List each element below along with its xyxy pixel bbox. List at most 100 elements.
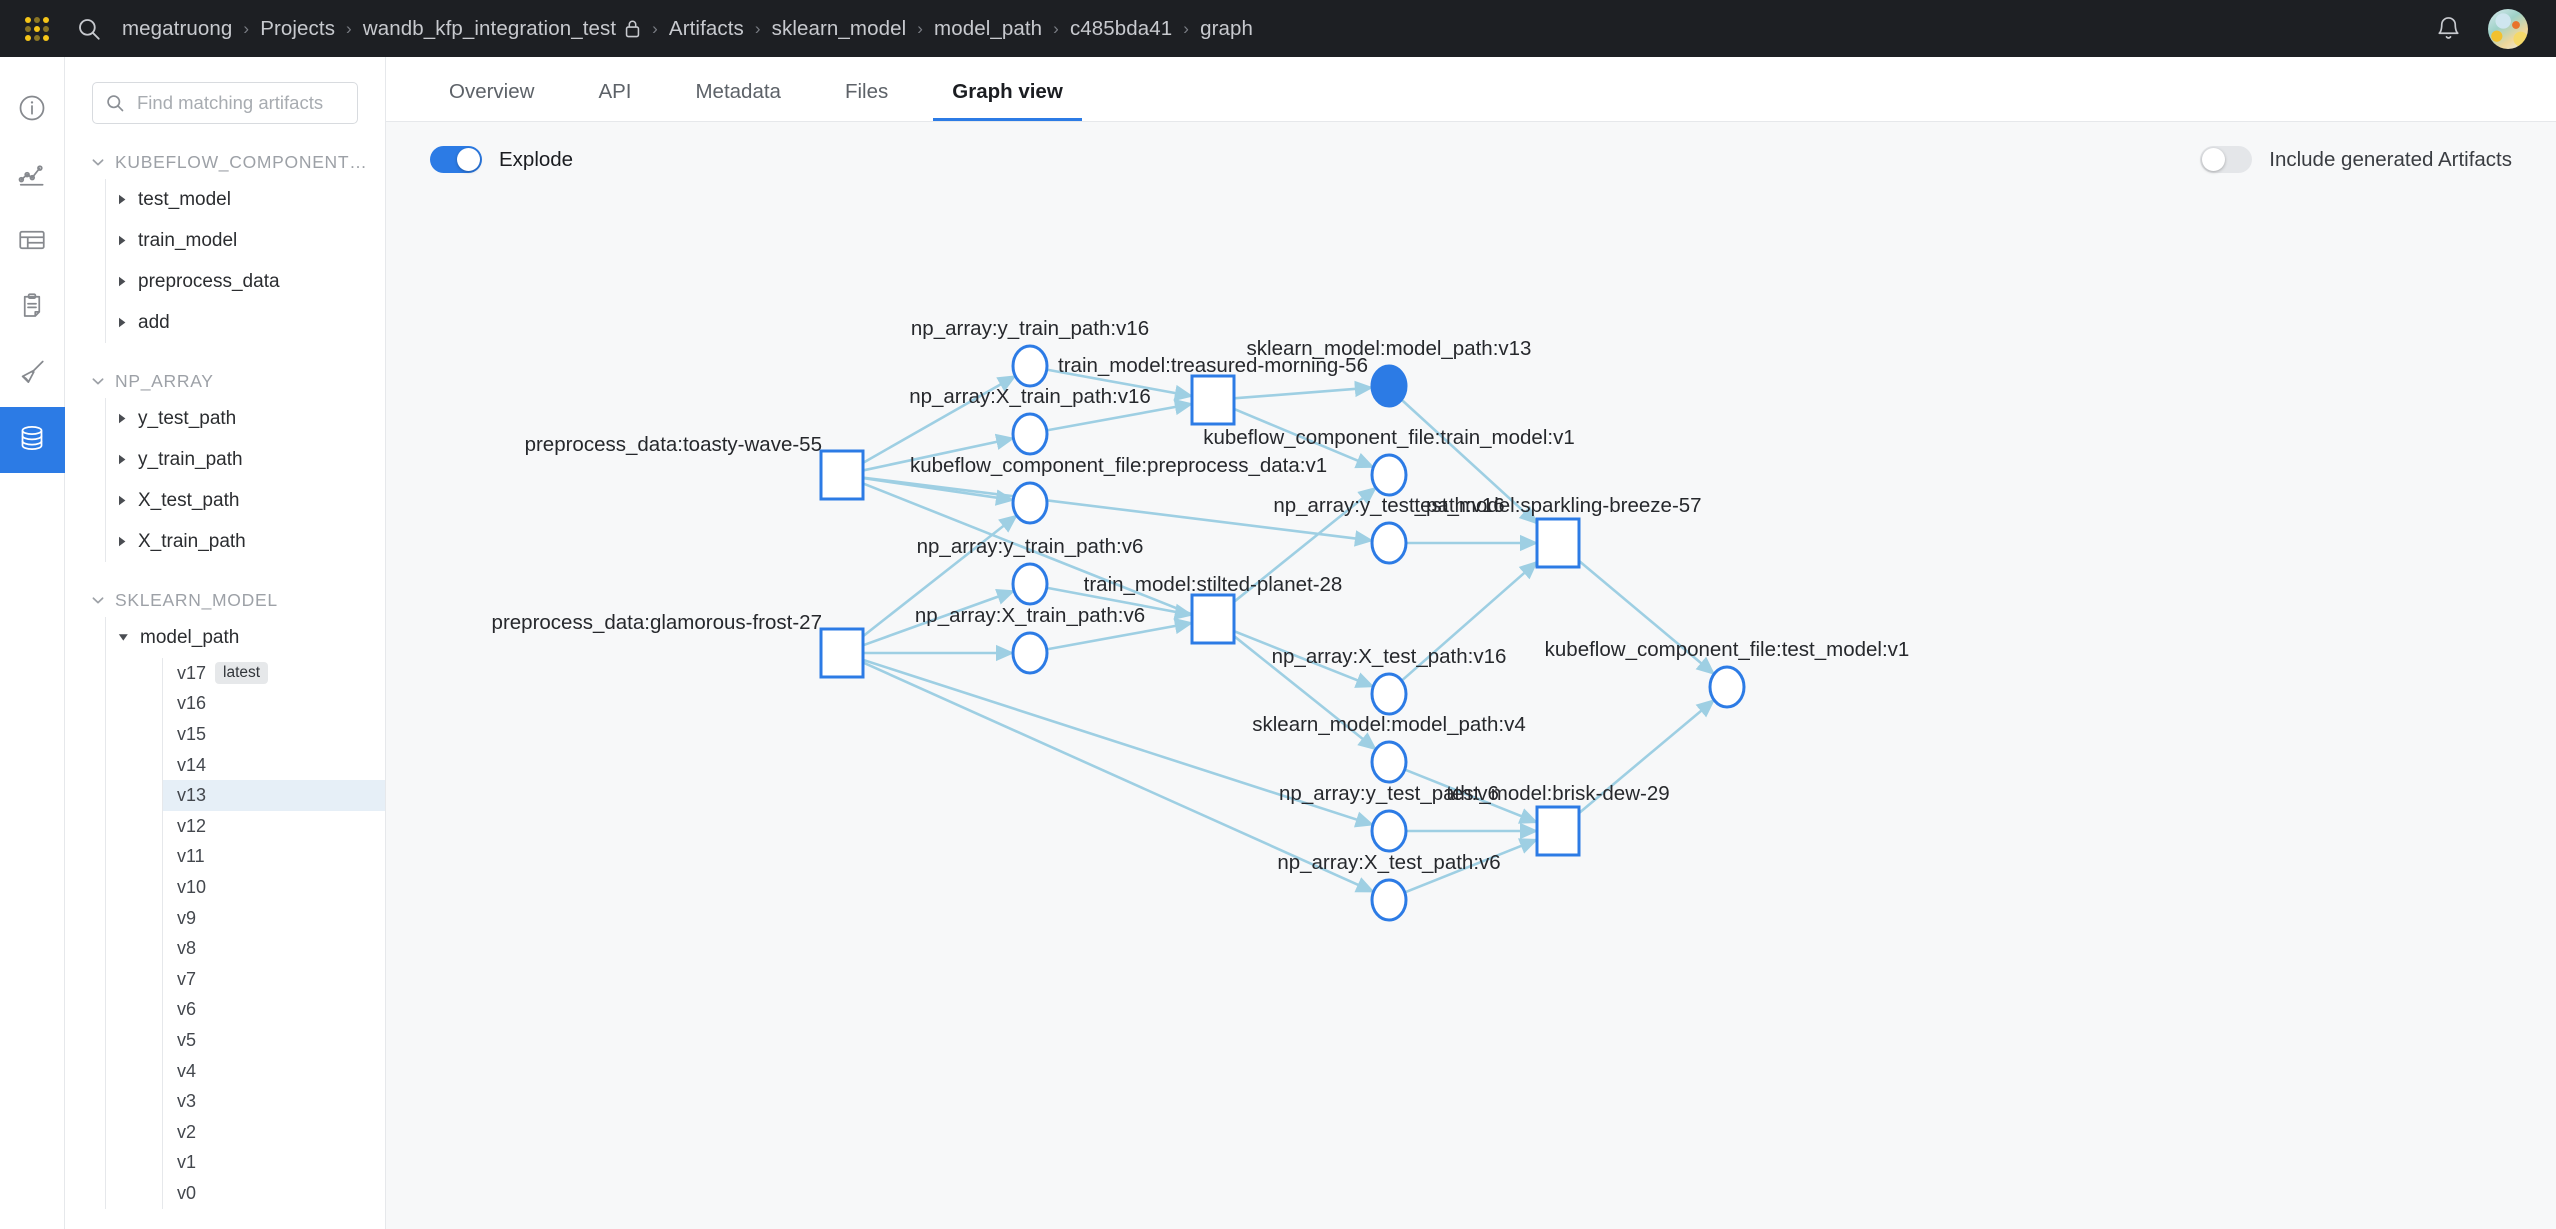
- artifact-version-v6[interactable]: v6: [163, 995, 385, 1026]
- avatar[interactable]: [2488, 8, 2528, 49]
- graph-node-kcfts1[interactable]: kubeflow_component_file:test_model:v1: [1545, 638, 1910, 709]
- run-node-shape[interactable]: [819, 627, 865, 679]
- graph-node-tm28[interactable]: train_model:stilted-planet-28: [1084, 573, 1343, 645]
- artifact-version-v1[interactable]: v1: [163, 1148, 385, 1179]
- artifact-node-shape[interactable]: [1011, 562, 1049, 606]
- artifact-node-shape[interactable]: [1370, 878, 1408, 922]
- include-generated-toggle-switch[interactable]: [2200, 146, 2253, 173]
- caret-down-icon[interactable]: [118, 633, 129, 642]
- artifact-version-v8[interactable]: v8: [163, 933, 385, 964]
- graph-node-sk4[interactable]: sklearn_model:model_path:v4: [1252, 713, 1526, 784]
- caret-right-icon[interactable]: [118, 194, 127, 205]
- breadcrumb-artifact-type[interactable]: sklearn_model: [771, 16, 907, 40]
- artifact-entry-y_train_path[interactable]: y_train_path: [106, 439, 385, 480]
- breadcrumb-projects[interactable]: Projects: [260, 16, 336, 40]
- artifact-version-v7[interactable]: v7: [163, 964, 385, 995]
- graph-node-ts29[interactable]: test_model:brisk-dew-29: [1446, 782, 1670, 857]
- run-node-shape[interactable]: [1190, 374, 1236, 426]
- artifact-node-shape[interactable]: [1370, 740, 1408, 784]
- include-generated-artifacts-toggle[interactable]: Include generated Artifacts: [2200, 146, 2512, 173]
- artifact-version-v16[interactable]: v16: [163, 689, 385, 720]
- artifact-group-header[interactable]: KUBEFLOW_COMPONENT…: [65, 146, 385, 179]
- artifact-node-shape[interactable]: [1708, 665, 1746, 709]
- graph-node-xtr16[interactable]: np_array:X_train_path:v16: [909, 385, 1151, 456]
- artifact-node-shape[interactable]: [1370, 521, 1408, 565]
- breadcrumb-entity[interactable]: megatruong: [122, 16, 233, 40]
- graph-node-xte6[interactable]: np_array:X_test_path:v6: [1277, 851, 1501, 922]
- artifact-node-shape[interactable]: [1011, 481, 1049, 525]
- breadcrumb-artifacts[interactable]: Artifacts: [668, 16, 744, 40]
- artifact-entry-preprocess_data[interactable]: preprocess_data: [106, 261, 385, 302]
- sidebar-item-overview[interactable]: [0, 77, 65, 143]
- graph-node-kcftm1[interactable]: kubeflow_component_file:train_model:v1: [1203, 426, 1575, 497]
- artifact-node-shape[interactable]: [1370, 453, 1408, 497]
- artifact-version-v2[interactable]: v2: [163, 1117, 385, 1148]
- graph-node-xte16[interactable]: np_array:X_test_path:v16: [1272, 645, 1507, 716]
- artifact-entry-X_test_path[interactable]: X_test_path: [106, 480, 385, 521]
- sidebar-item-reports[interactable]: [0, 275, 65, 341]
- caret-right-icon[interactable]: [118, 276, 127, 287]
- artifact-version-v14[interactable]: v14: [163, 750, 385, 781]
- graph-node-xtr6[interactable]: np_array:X_train_path:v6: [915, 604, 1145, 675]
- sidebar-item-table[interactable]: [0, 209, 65, 275]
- artifact-node-shape[interactable]: [1370, 364, 1408, 408]
- breadcrumb-graph[interactable]: graph: [1200, 16, 1253, 40]
- caret-right-icon[interactable]: [118, 413, 127, 424]
- artifact-version-v12[interactable]: v12: [163, 811, 385, 842]
- artifact-group-header[interactable]: NP_ARRAY: [65, 365, 385, 398]
- artifact-entry-y_test_path[interactable]: y_test_path: [106, 398, 385, 439]
- tab-metadata[interactable]: Metadata: [695, 80, 781, 103]
- artifact-version-v3[interactable]: v3: [163, 1086, 385, 1117]
- artifact-version-v10[interactable]: v10: [163, 872, 385, 903]
- graph-node-ts57[interactable]: test_model:sparkling-breeze-57: [1414, 494, 1702, 569]
- caret-right-icon[interactable]: [118, 235, 127, 246]
- caret-right-icon[interactable]: [118, 495, 127, 506]
- graph-node-kcfpp1[interactable]: kubeflow_component_file:preprocess_data:…: [910, 454, 1327, 525]
- notifications-bell-icon[interactable]: [2435, 15, 2462, 42]
- artifact-node-shape[interactable]: [1011, 344, 1049, 388]
- sidebar-item-sweeps[interactable]: [0, 341, 65, 407]
- app-grid-icon[interactable]: [22, 14, 52, 44]
- explode-toggle-switch[interactable]: [430, 146, 482, 173]
- artifact-node-shape[interactable]: [1011, 412, 1049, 456]
- breadcrumb-artifact-name[interactable]: model_path: [934, 16, 1043, 40]
- run-node-shape[interactable]: [1535, 805, 1581, 857]
- artifact-node-shape[interactable]: [1370, 672, 1408, 716]
- caret-right-icon[interactable]: [118, 454, 127, 465]
- artifact-entry-add[interactable]: add: [106, 302, 385, 343]
- tab-files[interactable]: Files: [844, 80, 889, 103]
- search-artifacts-box[interactable]: [92, 82, 358, 124]
- lineage-graph-canvas[interactable]: preprocess_data:toasty-wave-55 np_array:y…: [386, 197, 2556, 1229]
- artifact-version-v5[interactable]: v5: [163, 1025, 385, 1056]
- artifact-entry-train_model[interactable]: train_model: [106, 220, 385, 261]
- tab-overview[interactable]: Overview: [449, 80, 535, 103]
- artifact-group-header[interactable]: SKLEARN_MODEL: [65, 584, 385, 617]
- artifact-version-v15[interactable]: v15: [163, 719, 385, 750]
- sidebar-item-artifacts[interactable]: [0, 407, 65, 473]
- graph-node-yte16[interactable]: np_array:y_test_path:v16: [1273, 494, 1505, 565]
- explode-toggle[interactable]: Explode: [430, 146, 573, 173]
- run-node-shape[interactable]: [1535, 517, 1581, 569]
- artifact-entry-test_model[interactable]: test_model: [106, 179, 385, 220]
- graph-node-sk13[interactable]: sklearn_model:model_path:v13: [1247, 337, 1532, 408]
- caret-right-icon[interactable]: [118, 536, 127, 547]
- search-icon[interactable]: [76, 16, 102, 42]
- artifact-version-v13[interactable]: v13: [163, 780, 385, 811]
- artifact-node-shape[interactable]: [1011, 631, 1049, 675]
- tab-graph-view[interactable]: Graph view: [933, 80, 1082, 121]
- graph-node-ytr6[interactable]: np_array:y_train_path:v6: [917, 535, 1144, 606]
- artifact-version-v4[interactable]: v4: [163, 1056, 385, 1087]
- graph-node-pp27[interactable]: preprocess_data:glamorous-frost-27: [492, 611, 865, 679]
- artifact-version-v9[interactable]: v9: [163, 903, 385, 934]
- breadcrumb-artifact-id[interactable]: c485bda41: [1069, 16, 1173, 40]
- breadcrumb-project[interactable]: wandb_kfp_integration_test: [362, 16, 617, 40]
- artifact-version-v11[interactable]: v11: [163, 842, 385, 873]
- tab-api[interactable]: API: [598, 80, 632, 103]
- graph-node-yte6[interactable]: np_array:y_test_path:v6: [1279, 782, 1499, 853]
- artifact-entry-X_train_path[interactable]: X_train_path: [106, 521, 385, 562]
- graph-node-ytr16[interactable]: np_array:y_train_path:v16: [911, 317, 1149, 388]
- graph-node-tm56[interactable]: train_model:treasured-morning-56: [1058, 354, 1368, 426]
- caret-right-icon[interactable]: [118, 317, 127, 328]
- graph-node-pp55[interactable]: preprocess_data:toasty-wave-55: [525, 433, 865, 501]
